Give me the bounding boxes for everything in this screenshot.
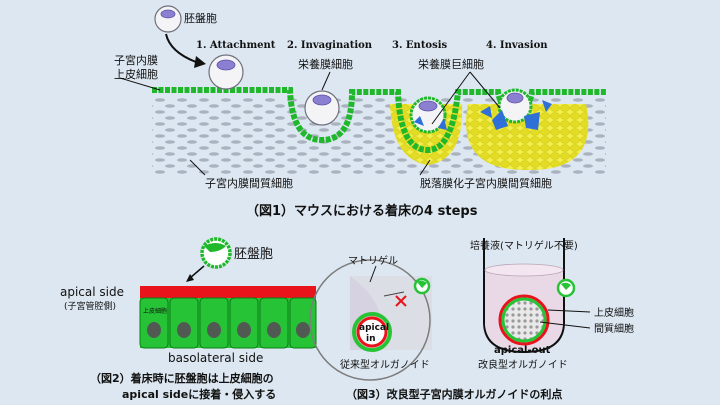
fig1-arrow bbox=[165, 33, 197, 63]
fig1-giant-cell bbox=[492, 110, 508, 130]
fig2-blastocyst-label: 胚盤胞 bbox=[234, 247, 273, 262]
fig1-endometrium-label-2: 上皮細胞 bbox=[114, 68, 158, 81]
fig2-apical-label: apical side bbox=[60, 285, 124, 299]
fig1-diagram: 胚盤胞 子宮内膜 上皮細胞 1. Attachment 2. Invaginat… bbox=[114, 5, 606, 219]
fig3-caption: （図3）改良型子宮内膜オルガノイドの利点 bbox=[346, 387, 562, 401]
fig2-nucleus bbox=[207, 322, 221, 338]
fig2-epithelium-label: 上皮細胞 bbox=[143, 307, 167, 315]
fig3-conventional-organoid bbox=[309, 259, 432, 381]
fig3-conventional-label: 従来型オルガノイド bbox=[340, 358, 430, 371]
fig1-blastocyst-attachment bbox=[208, 54, 244, 90]
fig1-blastocyst-label: 胚盤胞 bbox=[184, 12, 217, 25]
fig1-caption: （図1）マウスにおける着床の4 steps bbox=[246, 203, 478, 219]
fig1-decidual-label: 脱落膜化子宮内膜間質細胞 bbox=[420, 176, 552, 190]
fig3-epithelial-label: 上皮細胞 bbox=[594, 306, 634, 319]
fig2-apical-sub: (子宮管腔側) bbox=[64, 300, 116, 312]
fig2-nucleus bbox=[267, 322, 281, 338]
fig1-step-2: 2. Invagination bbox=[287, 40, 373, 51]
fig3-apical-in-line2: in bbox=[366, 334, 376, 344]
fig1-step-1: 1. Attachment bbox=[196, 40, 276, 51]
fig1-stroma-label: 子宮内膜間質細胞 bbox=[205, 176, 293, 190]
fig3-improved-label: 改良型オルガノイド bbox=[478, 358, 568, 371]
fig2-caption-line1: （図2）着床時に胚盤胞は上皮細胞の bbox=[90, 371, 274, 385]
fig3-medium-label: 培養液(マトリゲル不要) bbox=[470, 239, 578, 252]
fig1-blastocyst-entosis bbox=[409, 96, 447, 134]
fig1-step-3: 3. Entosis bbox=[392, 40, 448, 51]
fig2-apical-surface bbox=[140, 286, 316, 298]
fig1-giant-cell bbox=[542, 100, 552, 112]
fig1-blastocyst-top bbox=[154, 5, 182, 33]
fig2-epithelium bbox=[139, 297, 317, 349]
fig3-apical-in-line1: apical bbox=[359, 323, 389, 333]
fig1-giant-cell-label: 栄養膜巨細胞 bbox=[418, 57, 484, 71]
fig2-blastocyst bbox=[200, 237, 232, 269]
fig2-diagram: 胚盤胞 上皮細胞 apical side bbox=[60, 237, 317, 401]
fig1-giant-cell bbox=[524, 112, 540, 130]
fig1-trophoblast-label: 栄養膜細胞 bbox=[298, 57, 353, 71]
fig3-apical-out-label: apical-out bbox=[494, 345, 551, 356]
fig1-blastocyst-invasion bbox=[480, 88, 552, 130]
fig2-caption-line2: apical sideに接着・侵入する bbox=[122, 387, 276, 401]
fig1-giant-cell bbox=[480, 106, 492, 118]
fig1-endometrium-label-1: 子宮内膜 bbox=[114, 53, 158, 67]
fig2-nucleus bbox=[237, 322, 251, 338]
fig1-step-4: 4. Invasion bbox=[486, 40, 548, 51]
fig2-basolateral-label: basolateral side bbox=[168, 351, 263, 365]
fig3-stromal-label: 間質細胞 bbox=[594, 322, 634, 335]
fig3-organoid-apical-out bbox=[498, 294, 550, 346]
fig1-blastocyst-invagination bbox=[304, 90, 340, 126]
fig2-nucleus bbox=[147, 322, 161, 338]
fig2-nucleus bbox=[177, 322, 191, 338]
fig2-nucleus bbox=[296, 322, 310, 338]
fig3-matrigel-label: マトリゲル bbox=[348, 255, 398, 267]
fig3-diagram: マトリゲル apical in 従来型オルガノイド 培養液(マトリゲル不要) 上… bbox=[309, 238, 634, 401]
